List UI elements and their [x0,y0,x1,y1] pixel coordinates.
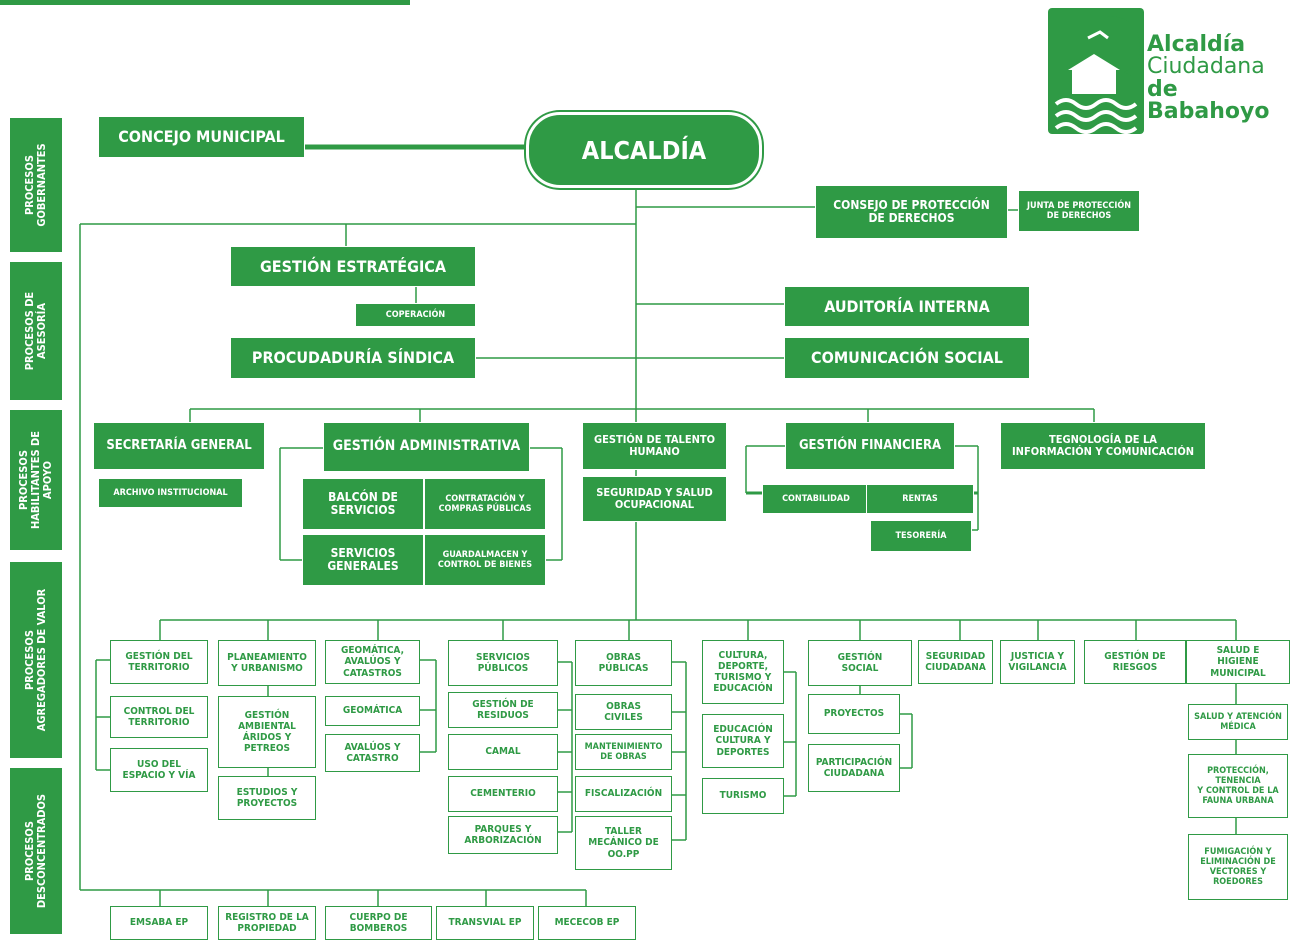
box-mantenimiento: MANTENIMIENTO DE OBRAS [575,734,672,770]
box-mececob: MECECOB EP [538,906,636,940]
box-fiscalizacion: FISCALIZACIÓN [575,776,672,812]
box-taller: TALLER MECÁNICO DE OO.PP [575,816,672,870]
box-contratacion: CONTRATACIÓN Y COMPRAS PÚBLICAS [424,478,546,530]
box-cuerpo-bomberos: CUERPO DE BOMBEROS [325,906,432,940]
box-gestion-social: GESTIÓN SOCIAL [808,640,912,686]
box-residuos: GESTIÓN DE RESIDUOS [448,692,558,728]
box-junta-proteccion: JUNTA DE PROTECCIÓN DE DERECHOS [1018,190,1140,232]
box-gestion-territorio: GESTIÓN DEL TERRITORIO [110,640,208,684]
box-contabilidad: CONTABILIDAD [762,484,870,514]
box-camal: CAMAL [448,734,558,770]
box-uso-espacio: USO DEL ESPACIO Y VÍA [110,748,208,792]
box-rentas: RENTAS [866,484,974,514]
box-tecnologia: TEGNOLOGÍA DE LA INFORMACIÓN Y COMUNICAC… [1000,422,1206,470]
box-estudios: ESTUDIOS Y PROYECTOS [218,776,316,820]
box-balcon: BALCÓN DE SERVICIOS [302,478,424,530]
box-fumigacion: FUMIGACIÓN Y ELIMINACIÓN DE VECTORES Y R… [1188,834,1288,900]
box-servicios-generales: SERVICIOS GENERALES [302,534,424,586]
box-coperacion: COPERACIÓN [355,303,476,327]
box-salud-higiene: SALUD E HIGIENE MUNICIPAL [1186,640,1290,684]
box-gestion-administrativa: GESTIÓN ADMINISTRATIVA [323,422,530,472]
sidebar-label: PROCESOS AGREGADORES DE VALOR [22,588,48,732]
box-comunicacion: COMUNICACIÓN SOCIAL [784,337,1030,379]
top-accent-bar [0,0,410,5]
box-parques: PARQUES Y ARBORIZACIÓN [448,816,558,854]
box-cultura: CULTURA, DEPORTE, TURISMO Y EDUCACIÓN [702,640,784,704]
box-salud-atencion: SALUD Y ATENCIÓN MÉDICA [1188,704,1288,740]
box-gestion-financiera: GESTIÓN FINANCIERA [785,422,955,470]
box-proteccion-fauna: PROTECCIÓN, TENENCIA Y CONTROL DE LA FAU… [1188,754,1288,818]
box-auditoria: AUDITORÍA INTERNA [784,286,1030,327]
box-gestion-estrategica: GESTIÓN ESTRATÉGICA [230,246,476,287]
box-alcaldia: ALCALDÍA [526,112,762,188]
box-participacion: PARTICIPACIÓN CIUDADANA [808,744,900,792]
sidebar-desconcentrados: PROCESOS DESCONCENTRADOS [10,768,62,934]
box-seguridad-ciudadana: SEGURIDAD CIUDADANA [918,640,993,684]
sidebar-label: PROCESOS HABILITANTES DE APOYO [16,430,55,530]
box-registro-propiedad: REGISTRO DE LA PROPIEDAD [218,906,316,940]
sidebar-gobernantes: PROCESOS GOBERNANTES [10,118,62,252]
box-planeamiento: PLANEAMIENTO Y URBANISMO [218,640,316,686]
logo-text: Alcaldía Ciudadana de Babahoyo [1147,32,1292,125]
box-control-territorio: CONTROL DEL TERRITORIO [110,696,208,738]
box-consejo-proteccion: CONSEJO DE PROTECCIÓN DE DERECHOS [815,185,1008,239]
box-seguridad-salud: SEGURIDAD Y SALUD OCUPACIONAL [582,476,727,522]
box-proyectos: PROYECTOS [808,694,900,734]
box-tesoreria: TESORERÍA [870,520,972,552]
logo-line-2: Ciudadana [1147,54,1265,80]
box-obras-publicas: OBRAS PÚBLICAS [575,640,672,686]
box-cementerio: CEMENTERIO [448,776,558,812]
box-gestion-ambiental: GESTIÓN AMBIENTAL ÁRIDOS Y PETREOS [218,696,316,768]
sidebar-apoyo: PROCESOS HABILITANTES DE APOYO [10,410,62,550]
box-servicios-publicos: SERVICIOS PÚBLICOS [448,640,558,686]
box-educacion: EDUCACIÓN CULTURA Y DEPORTES [702,714,784,768]
box-justicia: JUSTICIA Y VIGILANCIA [1000,640,1075,684]
box-geomatica: GEOMÁTICA [325,696,420,726]
box-riesgos: GESTIÓN DE RIESGOS [1084,640,1186,684]
logo-line-3: de Babahoyo [1147,76,1270,125]
box-concejo-municipal: CONCEJO MUNICIPAL [98,116,305,158]
box-avaluos: AVALÚOS Y CATASTRO [325,734,420,772]
box-obras-civiles: OBRAS CIVILES [575,694,672,730]
sidebar-valor: PROCESOS AGREGADORES DE VALOR [10,562,62,758]
logo-line-1: Alcaldía [1147,32,1246,57]
box-talento-humano: GESTIÓN DE TALENTO HUMANO [582,422,727,470]
box-turismo: TURISMO [702,778,784,814]
box-transvial: TRANSVIAL EP [436,906,534,940]
box-guardalmacen: GUARDALMACEN Y CONTROL DE BIENES [424,534,546,586]
box-emsaba: EMSABA EP [110,906,208,940]
sidebar-asesoria: PROCESOS DE ASESORÍA [10,262,62,400]
box-archivo: ARCHIVO INSTITUCIONAL [98,478,243,508]
box-procuraduria: PROCUDADURÍA SÍNDICA [230,337,476,379]
alcaldia-babahoyo-logo [1048,8,1144,134]
box-secretaria: SECRETARÍA GENERAL [93,422,265,470]
box-geomatica-avaluos: GEOMÁTICA, AVALÚOS Y CATASTROS [325,640,420,684]
sidebar-label: PROCESOS DESCONCENTRADOS [22,793,48,909]
